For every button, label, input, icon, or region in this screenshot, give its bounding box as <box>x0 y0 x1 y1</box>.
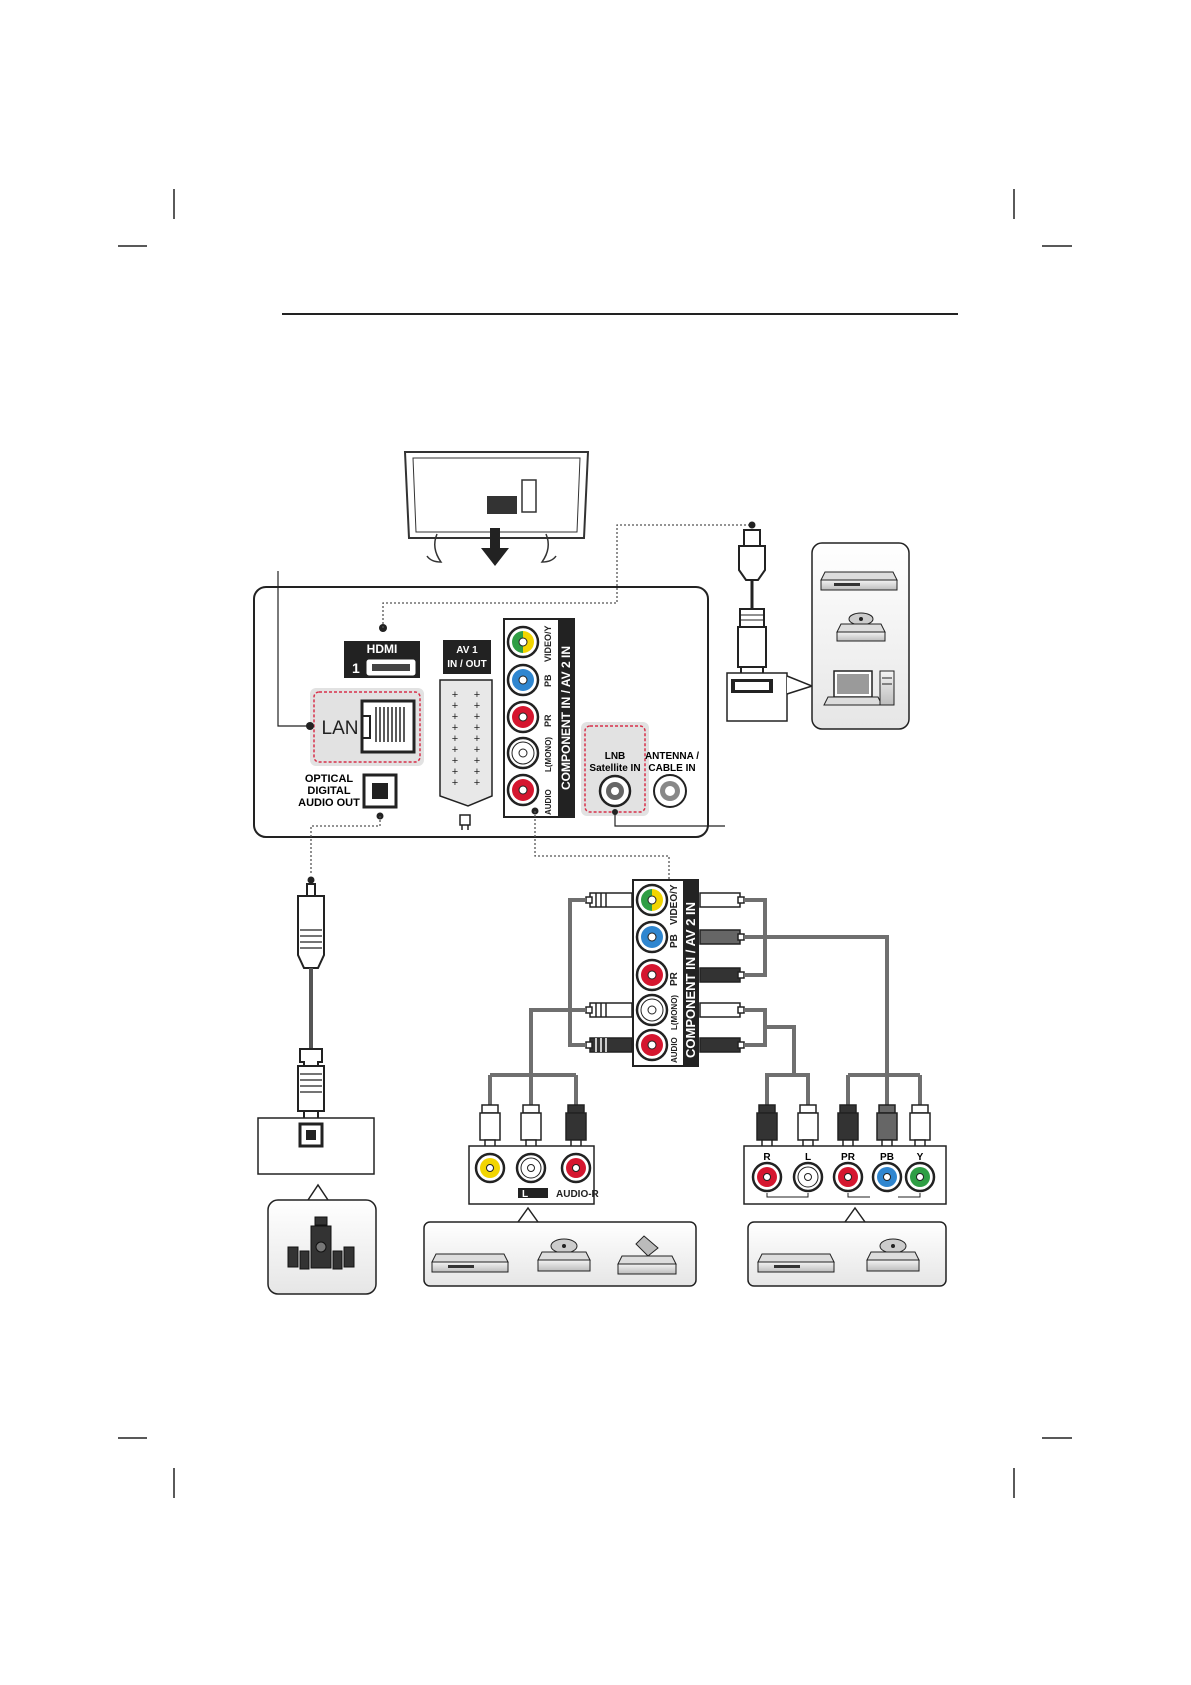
composite-audio-r-label: AUDIO-R <box>556 1189 600 1200</box>
rca-plugs-left <box>586 893 632 1052</box>
hdmi-logo: HDMI <box>367 642 398 656</box>
composite-l-label: L <box>522 1189 528 1200</box>
optical-cable-icon <box>298 877 324 1124</box>
av1-label-line2: IN / OUT <box>447 659 486 670</box>
svg-text:+: + <box>474 777 480 789</box>
comp-pr-label: PR <box>841 1152 856 1163</box>
speaker-system-box <box>268 1200 376 1294</box>
dvd-player-icon <box>821 572 897 590</box>
av1-label-line1: AV 1 <box>456 645 478 656</box>
hdmi-callout-pointer <box>787 676 812 694</box>
composite-rca-plugs <box>480 1105 586 1148</box>
optical-audio-port[interactable] <box>364 775 396 807</box>
tv-audio-l-jack[interactable] <box>508 738 538 768</box>
comp-l-label: L <box>805 1152 811 1163</box>
component-device-panel: R L PR PB Y <box>744 1146 946 1204</box>
antenna-cable-port[interactable] <box>654 775 686 807</box>
tv-rear-icon <box>405 452 588 566</box>
component-callout-pointer <box>845 1208 865 1222</box>
component-rca-plugs <box>757 1105 930 1148</box>
tv-video-y-label: VIDEO/Y <box>543 625 553 662</box>
composite-device-panel: L AUDIO-R <box>469 1146 600 1204</box>
tv-pr-jack[interactable] <box>508 702 538 732</box>
tv-video-y-jack[interactable] <box>508 627 538 657</box>
comp-pb-label: PB <box>880 1152 894 1163</box>
breakout-pb-label: PB <box>669 934 680 948</box>
lan-label: LAN <box>322 718 359 739</box>
composite-devices-box <box>424 1222 696 1286</box>
breakout-video-y-label: VIDEO/Y <box>669 884 680 925</box>
dvd-player-icon <box>432 1254 508 1272</box>
hdmi-number: 1 <box>352 660 360 676</box>
optical-label-line1: OPTICAL <box>305 773 354 785</box>
dvd-player-icon <box>758 1254 834 1272</box>
optical-label-line3: AUDIO OUT <box>298 797 360 809</box>
breakout-pr-jack[interactable] <box>637 960 667 990</box>
breakout-pr-label: PR <box>669 971 680 986</box>
crop-marks <box>118 189 1072 1498</box>
tv-component-vertical-label: COMPONENT IN / AV 2 IN <box>559 646 573 790</box>
hdmi-cable-icon <box>738 522 766 680</box>
hdmi-port[interactable]: HDMI 1 <box>344 641 420 678</box>
breakout-audio-l-jack[interactable] <box>637 995 667 1025</box>
comp-r-label: R <box>763 1152 771 1163</box>
tv-lmono-label: L(MONO) <box>544 737 553 772</box>
lnb-satellite-port[interactable]: LNB Satellite IN <box>581 722 649 816</box>
tv-audio-label: AUDIO <box>544 789 553 815</box>
lnb-label-line1: LNB <box>605 751 626 762</box>
breakout-audio-label: AUDIO <box>670 1037 679 1063</box>
breakout-vertical-label: COMPONENT IN / AV 2 IN <box>683 902 698 1058</box>
tv-pb-label: PB <box>543 674 553 687</box>
antenna-label-line1: ANTENNA / <box>645 751 699 762</box>
speaker-callout-pointer <box>308 1185 328 1200</box>
lnb-label-line2: Satellite IN <box>589 763 640 774</box>
component-devices-box <box>748 1222 946 1286</box>
lan-port[interactable]: LAN <box>310 688 424 766</box>
breakout-video-y-jack[interactable] <box>637 885 667 915</box>
tv-pb-jack[interactable] <box>508 665 538 695</box>
scart-av1-port[interactable]: ++ ++ ++ ++ ++ ++ ++ ++ ++ <box>440 680 492 806</box>
tv-pr-label: PR <box>543 714 553 727</box>
breakout-lmono-label: L(MONO) <box>670 995 679 1030</box>
hdmi-devices-box <box>812 543 909 729</box>
tv-audio-r-jack[interactable] <box>508 775 538 805</box>
breakout-audio-r-jack[interactable] <box>637 1030 667 1060</box>
breakout-pb-jack[interactable] <box>637 922 667 952</box>
svg-text:+: + <box>452 777 458 789</box>
rca-plugs-right <box>700 893 744 1052</box>
composite-callout-pointer <box>518 1208 538 1222</box>
antenna-label-line2: CABLE IN <box>648 763 695 774</box>
optical-label-line2: DIGITAL <box>307 785 350 797</box>
comp-y-label: Y <box>917 1152 924 1163</box>
desktop-pc-icon <box>880 671 894 705</box>
